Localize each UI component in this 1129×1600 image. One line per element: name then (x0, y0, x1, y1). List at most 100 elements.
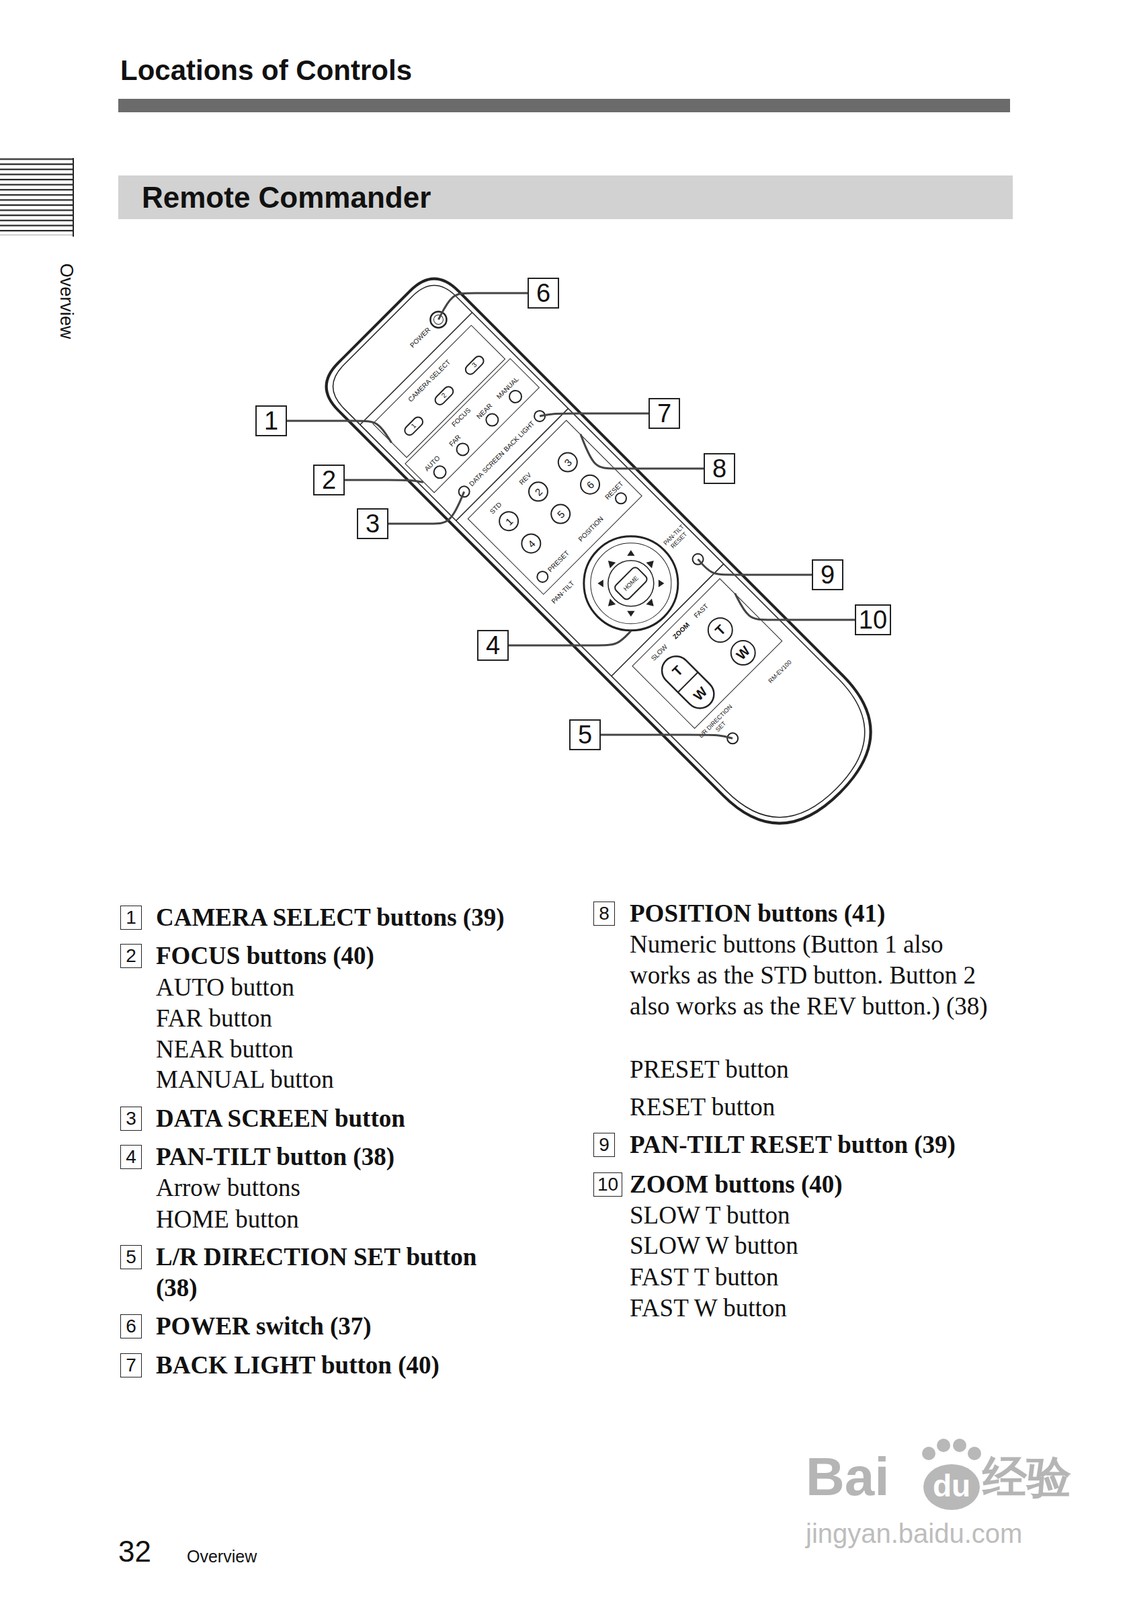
panel-label: RESET (603, 479, 625, 502)
panel-label: SLOW (649, 642, 670, 662)
node-text: 2 (125, 946, 137, 966)
panel-label: NEAR (475, 401, 494, 421)
leader-line (600, 734, 733, 738)
page-heading: Locations of Controls (120, 53, 412, 88)
node-text: 8 (598, 903, 610, 923)
header-rule (118, 98, 1011, 113)
item-heading: ZOOM buttons (40) (629, 1168, 843, 1200)
item-heading: BACK LIGHT button (40) (155, 1349, 440, 1381)
item-text: SLOW W button (629, 1229, 799, 1261)
divider (456, 408, 569, 521)
node-text: Remote Commander (141, 180, 431, 215)
node-text: 3 (365, 510, 380, 537)
panel-label: FAST (692, 602, 710, 620)
item-text: HOME button (155, 1203, 300, 1235)
item-heading: FOCUS buttons (40) (155, 940, 375, 972)
watermark: du (932, 1467, 971, 1504)
remote-outline (314, 266, 900, 853)
panel-label: MANUAL (495, 374, 521, 401)
item-heading: POWER switch (37) (155, 1310, 372, 1342)
item-heading: PAN-TILT button (38) (155, 1141, 395, 1173)
item-heading: L/R DIRECTION SET button (38) (155, 1241, 523, 1304)
list-number: 7 (120, 1352, 142, 1377)
callout-number: 9 (811, 559, 844, 591)
node-text: W (690, 684, 709, 703)
list-number: 6 (120, 1313, 142, 1338)
camera-button: 2 (432, 383, 456, 408)
camera-button: 1 (401, 413, 426, 438)
zoom-button: W (683, 676, 718, 711)
zoom-button: T (660, 653, 695, 688)
node-text: 5 (125, 1247, 137, 1267)
callout-number: 1 (255, 405, 287, 437)
node-text: 3 (471, 361, 479, 369)
node-text: 2 (532, 485, 545, 498)
callout-number: 3 (356, 508, 389, 539)
numeric-button: 5 (546, 499, 575, 528)
list-number: 5 (120, 1244, 142, 1269)
node-text: 1 (409, 422, 418, 430)
node-text: 10 (858, 606, 888, 633)
node-text: 1 (125, 907, 137, 927)
watermark: jingyan.baidu.com (805, 1516, 1023, 1550)
item-text: Numeric buttons (Button 1 also works as … (629, 928, 1010, 1022)
item-text: NEAR button (155, 1033, 294, 1065)
leader-line (539, 413, 649, 416)
leader-line (438, 293, 528, 320)
node-text: 5 (577, 721, 593, 748)
item-text: PRESET button (629, 1053, 789, 1085)
panel-label: FAR (447, 433, 463, 449)
footer-label: Overview (186, 1545, 257, 1566)
leader-line (698, 559, 812, 575)
callout-number: 2 (313, 464, 345, 496)
numeric-button: 4 (516, 528, 546, 558)
node-text: 6 (584, 479, 597, 491)
zoom-button: W (725, 634, 762, 671)
leader-line (344, 479, 424, 482)
node-text: 10 (597, 1174, 619, 1194)
divider (360, 312, 473, 425)
watermark: Bai (805, 1444, 890, 1509)
slow-zoom-pill (655, 650, 720, 715)
node-text: 8 (712, 455, 727, 482)
list-number: 10 (593, 1172, 623, 1197)
item-heading: CAMERA SELECT buttons (39) (155, 901, 505, 933)
node-text: 7 (657, 400, 672, 427)
leader-line (286, 420, 392, 443)
section-band: Remote Commander (118, 175, 1013, 220)
list-number: 2 (120, 943, 142, 968)
item-heading: PAN-TILT RESET button (39) (629, 1129, 956, 1160)
node-text: 2 (321, 467, 337, 493)
leader-line (508, 631, 632, 646)
leader-line (580, 434, 704, 469)
item-text: RESET button (629, 1091, 775, 1123)
item-heading: POSITION buttons (41) (629, 897, 886, 929)
callout-number: 4 (477, 629, 509, 661)
panel-label: ZOOM (671, 620, 692, 642)
page-number: 32 (118, 1532, 152, 1569)
list-number: 1 (120, 905, 142, 930)
callout-number: 8 (703, 452, 736, 484)
watermark: 经验 (982, 1450, 1072, 1504)
node-text: 6 (536, 280, 551, 306)
callout-number: 5 (569, 719, 601, 750)
list-number: 8 (593, 901, 615, 926)
node-text: 9 (820, 561, 835, 588)
zoom-button: T (702, 611, 739, 648)
tab-edge (72, 157, 74, 237)
node-text: T (670, 663, 686, 679)
node-text: 9 (598, 1135, 610, 1154)
leader-line (735, 593, 855, 620)
node-text: HOME (622, 574, 640, 592)
node-text: 7 (125, 1355, 137, 1375)
item-text: SLOW T button (629, 1199, 790, 1231)
watermark-paw (922, 1438, 982, 1510)
node-text: 1 (503, 515, 515, 527)
panel-label: PRESET (546, 549, 572, 574)
node-text: 5 (555, 508, 567, 520)
node-text: 3 (125, 1108, 137, 1128)
camera-button: 3 (463, 353, 487, 378)
node-text: T (712, 622, 728, 638)
item-text: MANUAL button (155, 1063, 334, 1095)
item-text: AUTO button (155, 971, 295, 1003)
